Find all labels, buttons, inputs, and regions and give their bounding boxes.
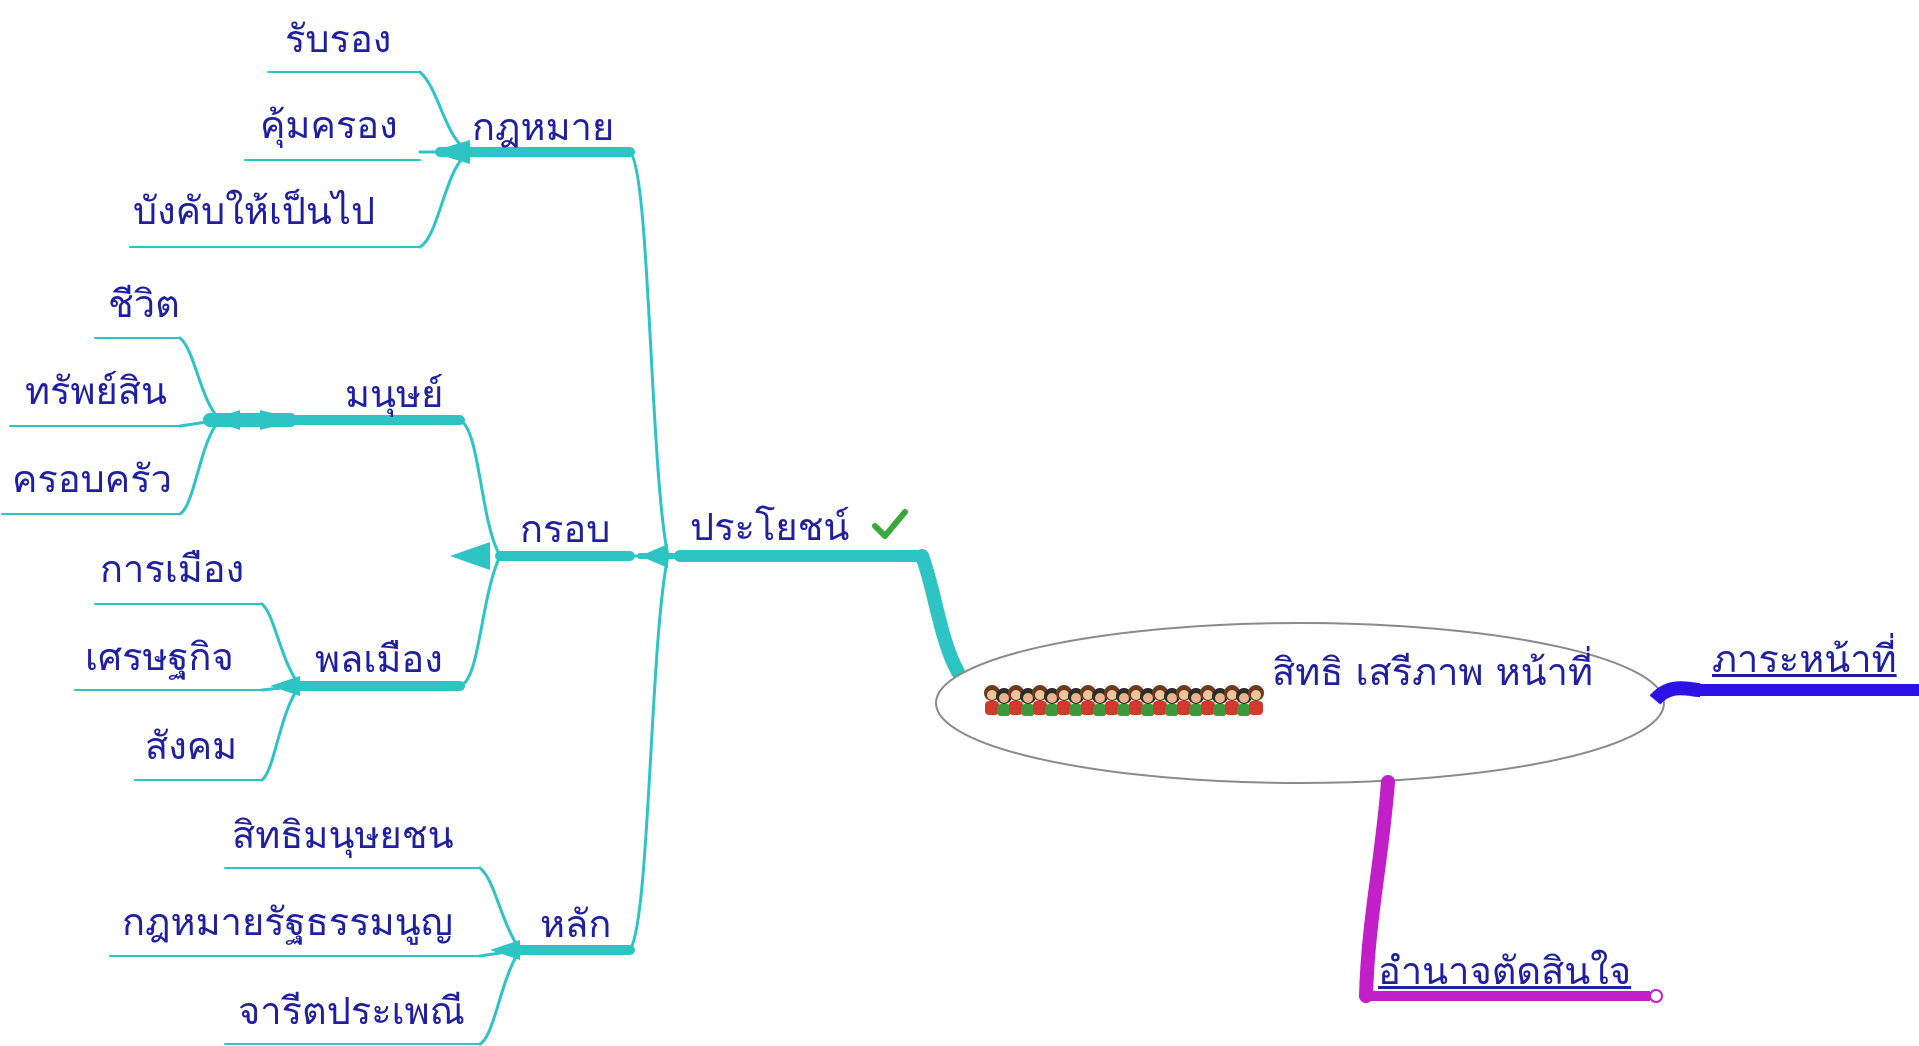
topic-principle[interactable]: หลัก <box>540 902 612 946</box>
benefit-branch-lines <box>1 70 965 1046</box>
topic-citizen-item-3[interactable]: สังคม <box>145 724 238 768</box>
central-node[interactable] <box>935 622 1665 784</box>
topic-duty[interactable]: ภาระหน้าที่ <box>1712 637 1897 681</box>
topic-human-item-3[interactable]: ครอบครัว <box>12 457 172 501</box>
topic-law[interactable]: กฎหมาย <box>472 105 615 149</box>
topic-human[interactable]: มนุษย์ <box>345 372 444 416</box>
topic-citizen-item-1[interactable]: การเมือง <box>100 547 245 591</box>
topic-law-item-1[interactable]: รับรอง <box>285 17 392 61</box>
topic-principle-item-1[interactable]: สิทธิมนุษยชน <box>232 813 454 857</box>
topic-principle-item-2[interactable]: กฎหมายรัฐธรรมนูญ <box>122 900 454 944</box>
topic-citizen-item-2[interactable]: เศรษฐกิจ <box>85 635 234 679</box>
topic-citizen[interactable]: พลเมือง <box>315 637 443 681</box>
duty-branch-lines <box>1649 681 1919 706</box>
people-group-icon <box>984 685 1264 716</box>
topic-benefit[interactable]: ประโยชน์ <box>690 505 850 549</box>
topic-frame[interactable]: กรอบ <box>520 507 611 551</box>
decision-branch-lines <box>1359 775 1663 1003</box>
topic-decision[interactable]: อำนาจตัดสินใจ <box>1378 949 1632 993</box>
topic-principle-item-3[interactable]: จารีตประเพณี <box>238 989 465 1033</box>
topic-human-item-1[interactable]: ชีวิต <box>108 282 180 326</box>
topic-law-item-3[interactable]: บังคับให้เป็นไป <box>133 189 376 233</box>
topic-law-item-2[interactable]: คุ้มครอง <box>260 103 398 147</box>
branch-joints <box>210 140 668 960</box>
topic-human-item-2[interactable]: ทรัพย์สิน <box>25 369 167 413</box>
check-icon <box>872 509 908 539</box>
central-topic-label[interactable]: สิทธิ เสรีภาพ หน้าที่ <box>1272 650 1594 694</box>
